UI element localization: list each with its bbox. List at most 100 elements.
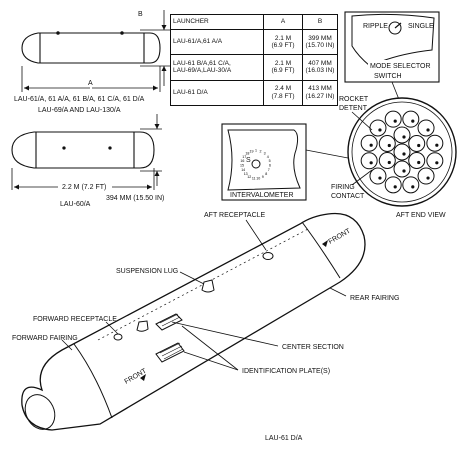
identification-plate-hatching xyxy=(159,313,184,360)
top-pod-length-dimension xyxy=(21,66,161,92)
firing-contact-dot xyxy=(426,176,430,180)
top-pod-lug-rear xyxy=(120,31,124,35)
mid-pod-height-label: 394 MM (15.50 IN) xyxy=(106,195,164,202)
aft-end-inner-ring xyxy=(351,101,453,203)
rocket-tube xyxy=(393,160,411,178)
mid-pod-length-dimension xyxy=(11,168,155,190)
table-cell-launcher: LAU-61 D/A xyxy=(170,79,264,107)
firing-contact-dot xyxy=(417,143,421,148)
firing-contact-dot xyxy=(378,176,382,180)
table-cell-b-metric: 399 MM xyxy=(308,34,332,42)
front-marking-tail-arrow xyxy=(322,240,328,247)
firing-contact-dot xyxy=(411,185,415,189)
main-pod-fittings xyxy=(113,252,274,363)
rocket-tube xyxy=(402,176,420,194)
dial-number: 8 xyxy=(265,172,267,176)
rocket-tube xyxy=(378,135,396,152)
main-pod-nose-opening xyxy=(24,394,56,430)
top-pod-height-dimension xyxy=(140,10,170,86)
dial-number: 2 xyxy=(260,149,262,153)
top-pod-dim-a-label: A xyxy=(88,80,93,87)
firing-contact-dot xyxy=(369,143,373,147)
firing-contact-dot xyxy=(387,160,391,165)
rocket-tube xyxy=(384,176,402,194)
suspension-lug-label: SUSPENSION LUG xyxy=(116,268,178,275)
table-cell-b-imperial: (16.27 IN) xyxy=(305,92,335,100)
suspension-lug xyxy=(201,279,215,293)
dial-number: 5 xyxy=(269,159,271,163)
table-cell-b: 407 MM(16.03 IN) xyxy=(302,54,338,81)
table-cell-b: 413 MM(16.27 IN) xyxy=(302,79,338,107)
dial-number: 19 xyxy=(250,149,254,153)
rocket-detent-label-line1: ROCKET xyxy=(339,96,369,103)
table-cell-b-metric: 413 MM xyxy=(308,85,332,93)
rocket-detent-label-line2: DETENT xyxy=(339,105,368,112)
mid-pod-side-view xyxy=(11,131,155,169)
firing-contact-label-line1: FIRING xyxy=(331,184,355,191)
table-cell-b-imperial: (16.03 IN) xyxy=(305,67,335,75)
mid-pod-length-label: 2.2 M (7.2 FT) xyxy=(62,184,106,191)
intervalometer-mark: S xyxy=(246,157,251,164)
dial-number: 4 xyxy=(267,155,269,159)
firing-contact-dot xyxy=(378,128,382,132)
firing-contact-dot xyxy=(411,119,415,123)
launcher-dimension-table: LAUNCHER A B LAU-61/A,61 A/A 2.1 M(6.9 F… xyxy=(170,14,338,107)
rocket-tube xyxy=(378,152,396,169)
firing-contact-dot xyxy=(387,143,391,148)
aft-end-caption: AFT END VIEW xyxy=(396,212,446,219)
firing-contact-dot xyxy=(393,119,397,123)
rocket-tube xyxy=(402,110,420,128)
front-marking-tail: FRONT xyxy=(322,227,353,247)
rocket-tube xyxy=(360,152,378,170)
table-cell-a: 2.1 M(6.9 FT) xyxy=(263,28,303,56)
mid-lug xyxy=(136,320,149,332)
dial-number: 7 xyxy=(268,168,270,172)
firing-contact-dot xyxy=(402,169,406,173)
table-cell-launcher-line1: LAU-61 B/A,61 C/A, xyxy=(173,60,231,68)
intervalometer-plate xyxy=(227,129,301,191)
mid-pod-height-dimension xyxy=(140,114,162,186)
firing-contact-leader xyxy=(351,169,373,186)
mode-selector-caption-line1: MODE SELECTOR xyxy=(370,63,431,70)
dial-number: 13 xyxy=(244,172,248,176)
table-header-row: LAUNCHER A B xyxy=(170,14,338,30)
intervalometer-caption: INTERVALOMETER xyxy=(230,192,294,199)
aft-receptacle xyxy=(262,252,274,260)
rocket-tube xyxy=(408,152,426,169)
firing-contact-dot xyxy=(435,143,439,147)
table-cell-b-imperial: (15.70 IN) xyxy=(305,42,335,50)
forward-receptacle-label: FORWARD RECEPTACLE xyxy=(33,316,117,323)
main-pod-perspective xyxy=(21,212,366,431)
front-marking-nose: FRONT xyxy=(124,367,149,385)
firing-contact-label-line2: CONTACT xyxy=(331,193,365,200)
rocket-tube xyxy=(369,119,387,137)
identification-plates-label: IDENTIFICATION PLATE(S) xyxy=(242,368,330,375)
table-cell-launcher: LAU-61 B/A,61 C/A,LAU-69/A,LAU-30/A xyxy=(170,54,264,81)
rear-fairing-label: REAR FAIRING xyxy=(350,295,399,302)
dial-number: 10 xyxy=(256,176,260,180)
dial-number: 1 xyxy=(255,149,257,153)
table-cell-b-metric: 407 MM xyxy=(308,60,332,68)
intervalometer-dial xyxy=(251,159,261,169)
table-cell-a-metric: 2.1 M xyxy=(274,34,292,42)
top-pod-lug-front xyxy=(56,31,60,35)
mode-selector-plate xyxy=(351,13,435,67)
rocket-tube xyxy=(384,110,402,128)
main-pod-leaders xyxy=(61,219,347,371)
dial-number: 9 xyxy=(262,175,264,179)
rear-fairing-joint xyxy=(301,221,341,279)
rocket-tube xyxy=(426,152,444,170)
table-cell-launcher-line2: LAU-69/A,LAU-30/A xyxy=(173,67,232,75)
firing-contact-dot xyxy=(402,135,406,139)
table-cell-a-imperial: (6.9 FT) xyxy=(271,67,295,75)
top-pod-caption-line1: LAU-61/A, 61 A/A, 61 B/A, 61 C/A, 61 D/A xyxy=(14,96,145,103)
rocket-tube-array xyxy=(360,110,444,194)
firing-contact-dot xyxy=(369,161,373,165)
identification-plate-lower xyxy=(155,342,185,363)
firing-contact-dot xyxy=(402,152,406,156)
mid-pod-lug-front xyxy=(62,146,66,150)
rocket-tube xyxy=(417,167,435,185)
mode-selector-pointer xyxy=(394,22,402,29)
